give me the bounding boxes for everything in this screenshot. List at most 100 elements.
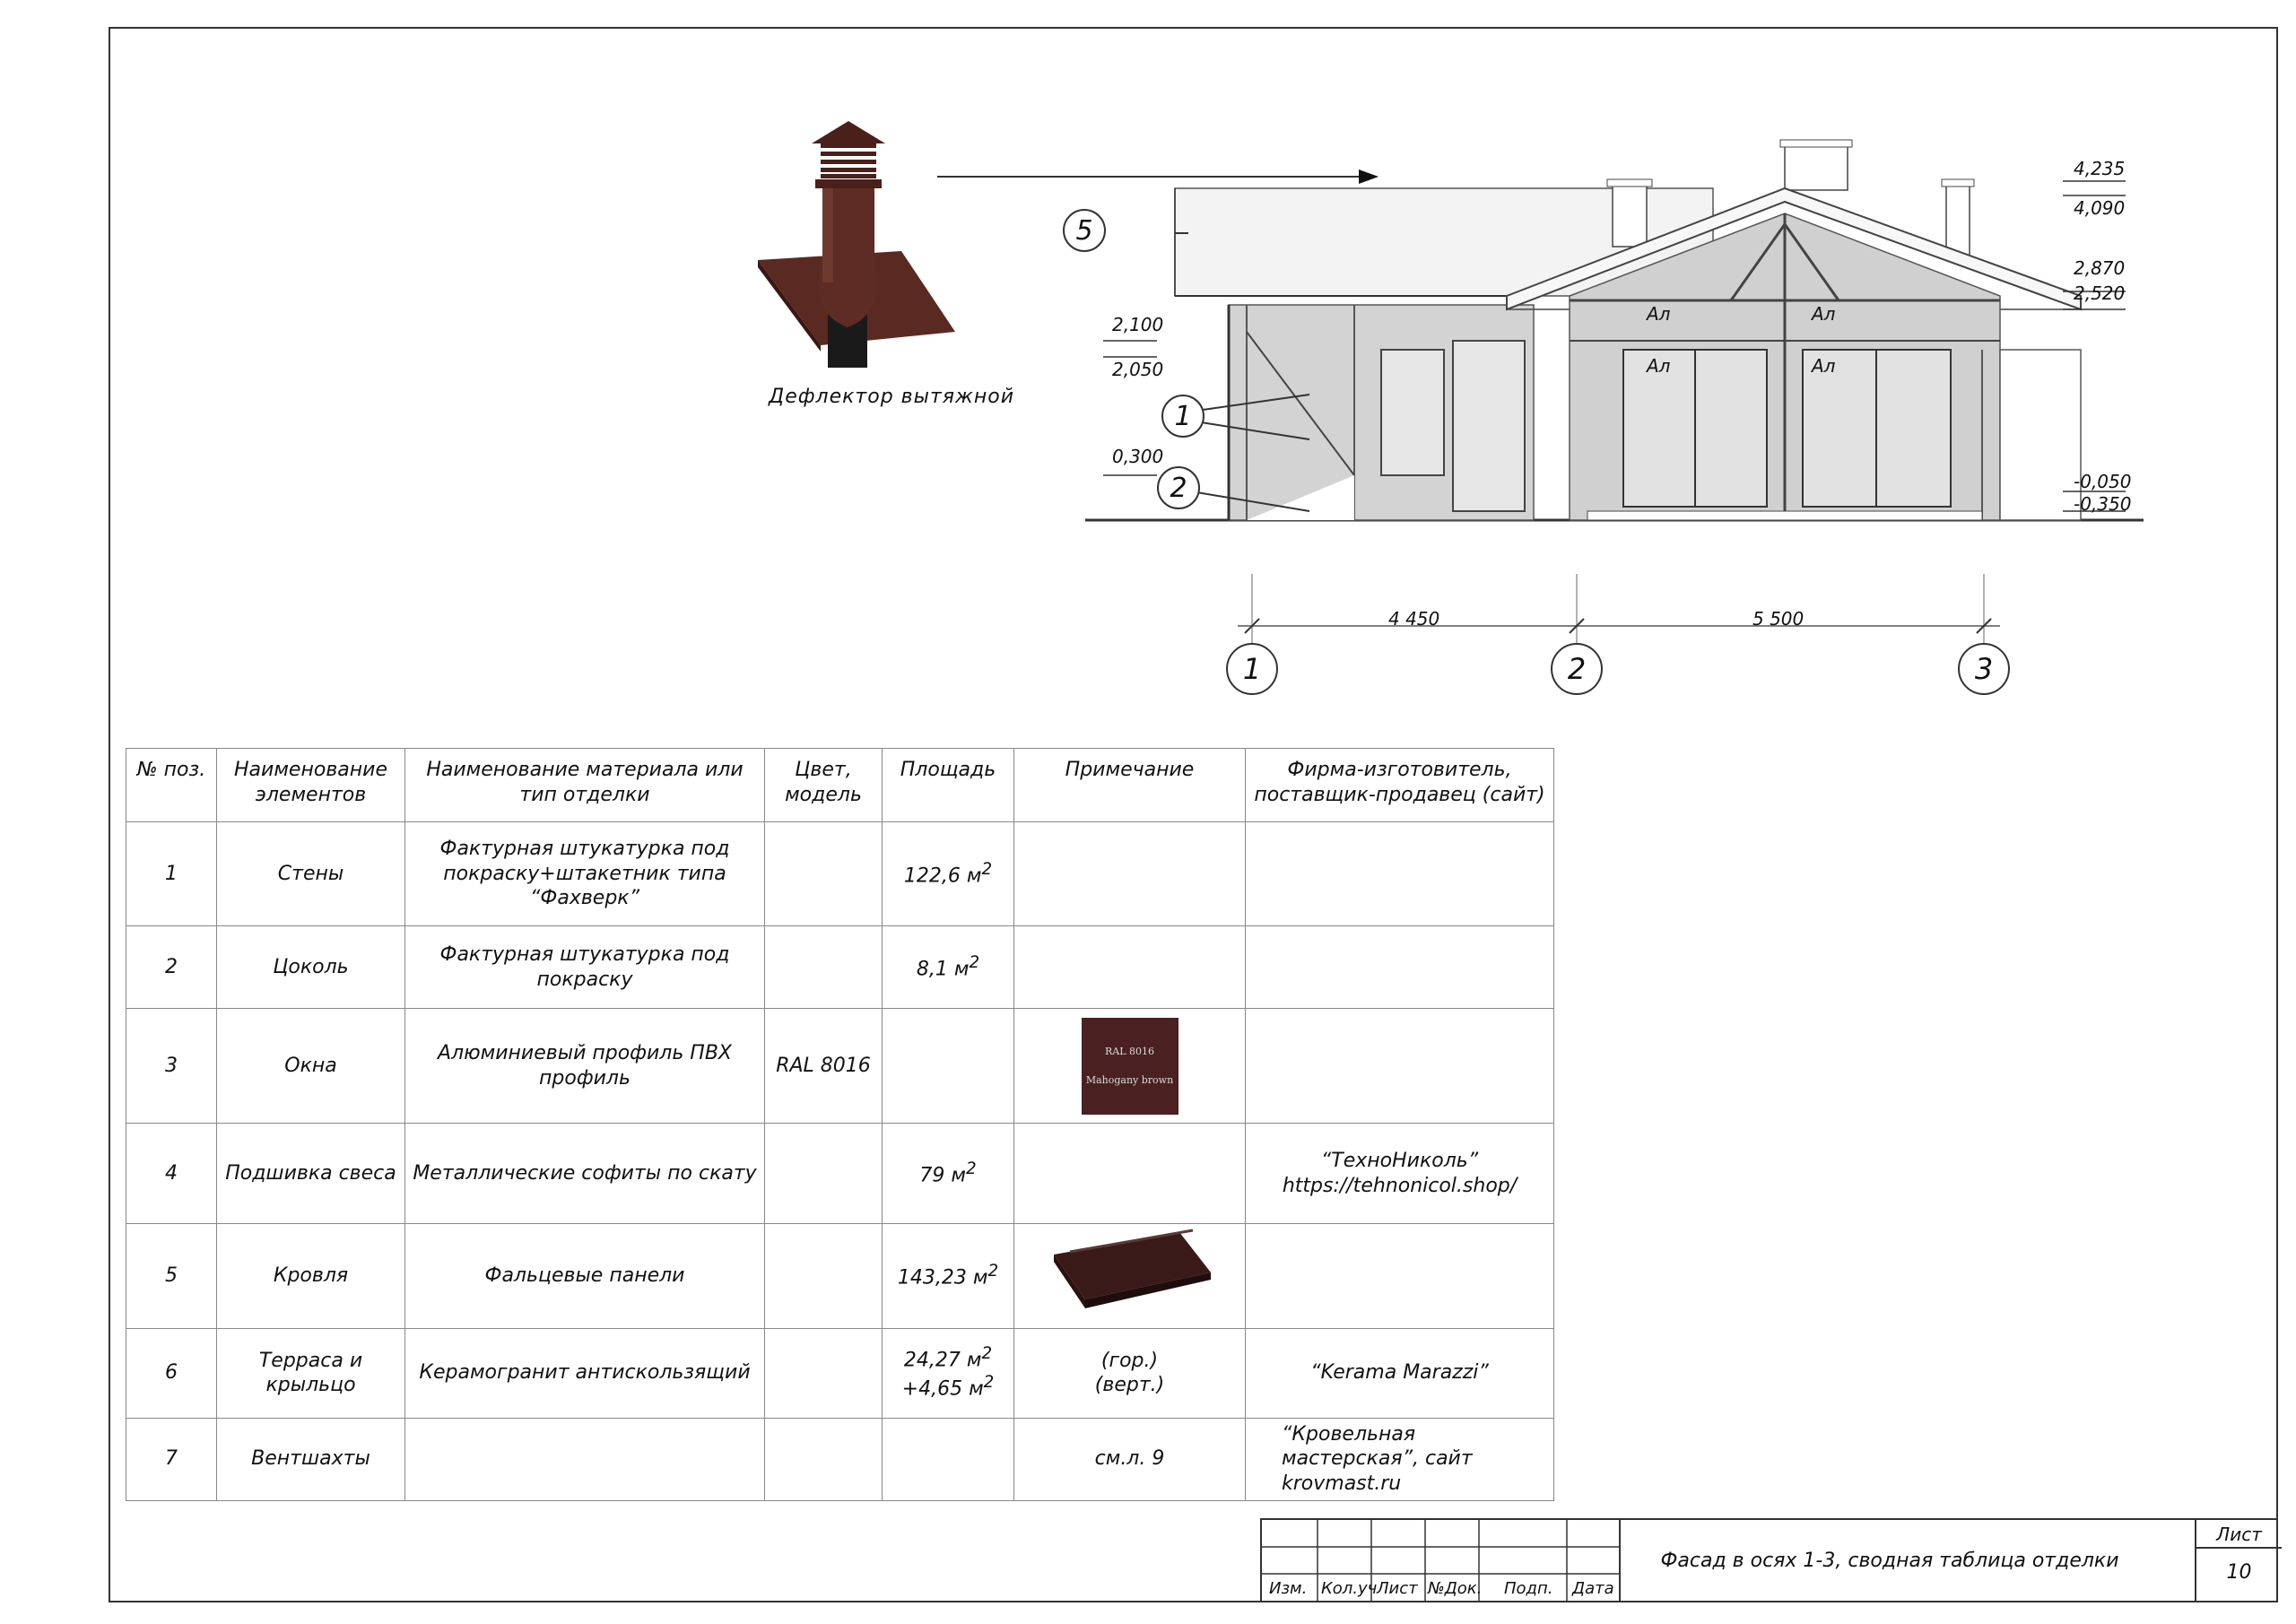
cell-note xyxy=(1013,1223,1246,1329)
cell-note: см.л. 9 xyxy=(1013,1417,1246,1501)
cell-element: Цоколь xyxy=(216,925,405,1009)
level-mark: 0,300 xyxy=(1112,446,1164,467)
level-mark: 2,520 xyxy=(2074,282,2126,304)
tb-col-podp: Подп. xyxy=(1504,1579,1553,1598)
cell-note: RAL 8016 Mahogany brown xyxy=(1013,1008,1246,1124)
level-mark: -0,050 xyxy=(2074,471,2132,492)
cell-color xyxy=(764,1223,883,1329)
swatch-code: RAL 8016 xyxy=(1104,1045,1155,1057)
cell-area xyxy=(882,1008,1014,1124)
axis-dimension: 5 500 xyxy=(1752,608,1805,630)
window-mark: Ал xyxy=(1647,355,1671,377)
window-mark: Ал xyxy=(1812,303,1836,325)
callout-1: 1 xyxy=(1161,395,1205,438)
header-color: Цвет, модель xyxy=(764,748,883,822)
cell-note: (гор.) (верт.) xyxy=(1013,1327,1246,1419)
cell-color xyxy=(764,1417,883,1501)
header-maker: Фирма-изготовитель, поставщик-продавец (… xyxy=(1245,748,1554,822)
header-element: Наименование элементов xyxy=(216,748,405,822)
cell-pos: 1 xyxy=(126,821,217,926)
swatch-name: Mahogany brown xyxy=(1085,1073,1174,1086)
table-row: 4 Подшивка свеса Металлические софиты по… xyxy=(126,1123,1554,1224)
tb-col-data: Дата xyxy=(1572,1579,1614,1598)
cell-pos: 3 xyxy=(126,1008,217,1124)
table-row: 5 Кровля Фальцевые панели 143,23 м2 xyxy=(126,1223,1554,1329)
cell-maker xyxy=(1245,1223,1554,1329)
window-mark: Ал xyxy=(1812,355,1836,377)
title-block: Изм. Кол.уч Лист №Док. Подп. Дата Фасад … xyxy=(1260,1518,2282,1602)
cell-element: Подшивка свеса xyxy=(216,1123,405,1224)
callout-5: 5 xyxy=(1063,209,1106,252)
level-mark: -0,350 xyxy=(2074,493,2132,515)
level-mark: 2,050 xyxy=(1112,359,1164,380)
cell-color: RAL 8016 xyxy=(764,1008,883,1124)
cell-material xyxy=(404,1417,765,1501)
cell-color xyxy=(764,925,883,1009)
header-note: Примечание xyxy=(1013,748,1246,822)
table-row: 1 Стены Фактурная штукатурка под покраск… xyxy=(126,821,1554,926)
cell-material: Металлические софиты по скату xyxy=(404,1123,765,1224)
cell-material: Алюминиевый профиль ПВХ профиль xyxy=(404,1008,765,1124)
title-block-grid xyxy=(1262,1520,1619,1602)
cell-area: 24,27 м2 +4,65 м2 xyxy=(882,1327,1014,1419)
deflector-caption: Дефлектор вытяжной xyxy=(769,386,1014,408)
window-mark: Ал xyxy=(1647,303,1671,325)
tb-col-list: Лист xyxy=(1377,1579,1418,1598)
level-mark: 4,235 xyxy=(2074,158,2126,179)
cell-color xyxy=(764,1123,883,1224)
deflector-image xyxy=(758,121,955,368)
axis-2: 2 xyxy=(1551,643,1603,695)
cell-material: Фальцевые панели xyxy=(404,1223,765,1329)
sheet-number-box: Лист 10 xyxy=(2195,1520,2282,1602)
roof-panel-image xyxy=(1053,1229,1211,1308)
cell-maker: “Кровельная мастерская”, сайт krovmast.r… xyxy=(1245,1417,1554,1501)
drawing-frame xyxy=(109,27,2278,1602)
cell-pos: 7 xyxy=(126,1417,217,1501)
header-material: Наименование материала или тип отделки xyxy=(404,748,765,822)
tb-col-izm: Изм. xyxy=(1269,1579,1308,1598)
cell-element: Терраса и крыльцо xyxy=(216,1327,405,1419)
cell-maker xyxy=(1245,821,1554,926)
finishes-table: № поз. Наименование элементов Наименован… xyxy=(126,748,1554,1501)
cell-element: Вентшахты xyxy=(216,1417,405,1501)
cell-element: Окна xyxy=(216,1008,405,1124)
cell-element: Стены xyxy=(216,821,405,926)
deflector-leader xyxy=(937,169,1378,184)
cell-maker: “ТехноНиколь” https://tehnonicol.shop/ xyxy=(1245,1123,1554,1224)
level-mark: 4,090 xyxy=(2074,197,2126,219)
tb-col-koluch: Кол.уч xyxy=(1321,1579,1378,1598)
cell-color xyxy=(764,821,883,926)
cell-pos: 5 xyxy=(126,1223,217,1329)
cell-area xyxy=(882,1417,1014,1501)
cell-maker xyxy=(1245,1008,1554,1124)
cell-area: 8,1 м2 xyxy=(882,925,1014,1009)
facade-elevation xyxy=(1085,139,2144,522)
cell-area: 143,23 м2 xyxy=(882,1223,1014,1329)
cell-pos: 2 xyxy=(126,925,217,1009)
cell-material: Фактурная штукатурка под покраску xyxy=(404,925,765,1009)
table-row: 7 Вентшахты см.л. 9 “Кровельная мастерск… xyxy=(126,1417,1554,1501)
level-mark: 2,100 xyxy=(1112,314,1164,335)
cell-note xyxy=(1013,925,1246,1009)
sheet-title: Фасад в осях 1-3, сводная таблица отделк… xyxy=(1619,1520,2159,1602)
sheet-label: Лист xyxy=(2216,1524,2262,1545)
table-row: 3 Окна Алюминиевый профиль ПВХ профиль R… xyxy=(126,1008,1554,1124)
table-row: 6 Терраса и крыльцо Керамогранит антиско… xyxy=(126,1327,1554,1419)
cell-note xyxy=(1013,821,1246,926)
axis-3: 3 xyxy=(1958,643,2010,695)
tb-col-doc: №Док. xyxy=(1428,1579,1483,1598)
callout-2: 2 xyxy=(1157,466,1200,509)
cell-note xyxy=(1013,1123,1246,1224)
cell-material: Керамогранит антискользящий xyxy=(404,1327,765,1419)
cell-element: Кровля xyxy=(216,1223,405,1329)
cell-pos: 4 xyxy=(126,1123,217,1224)
sheet-number: 10 xyxy=(2226,1561,2252,1584)
header-pos: № поз. xyxy=(126,748,217,822)
cell-area: 79 м2 xyxy=(882,1123,1014,1224)
cell-pos: 6 xyxy=(126,1327,217,1419)
cell-area: 122,6 м2 xyxy=(882,821,1014,926)
cell-color xyxy=(764,1327,883,1419)
cell-maker xyxy=(1245,925,1554,1009)
header-area: Площадь xyxy=(882,748,1014,822)
axis-1: 1 xyxy=(1226,643,1278,695)
